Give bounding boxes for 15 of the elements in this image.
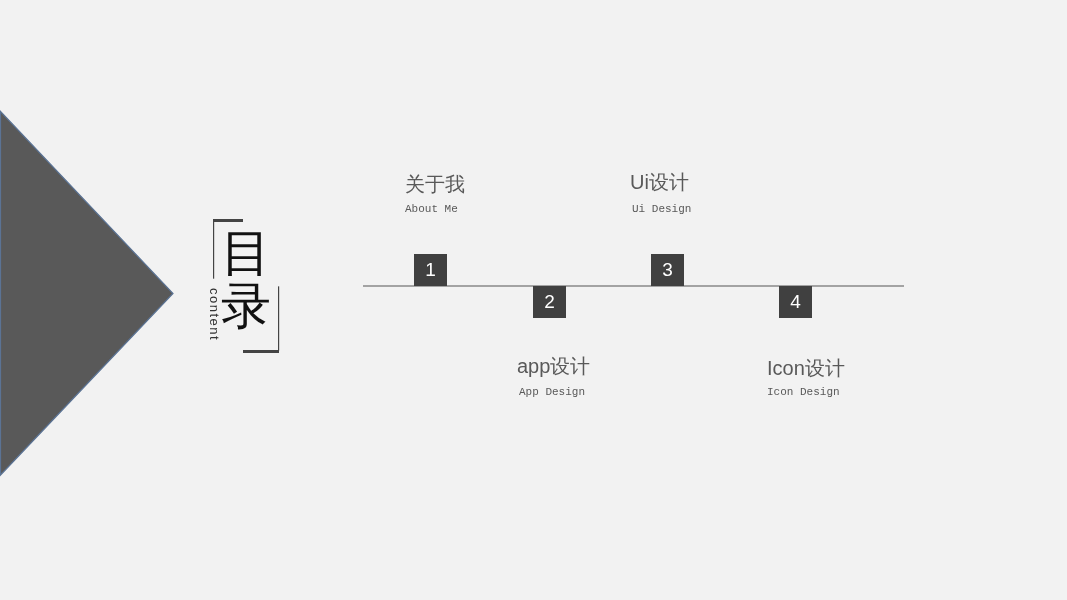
section-heading: Icon设计 bbox=[767, 357, 845, 379]
vertical-label: content bbox=[208, 288, 221, 342]
section-subtitle: Icon Design bbox=[767, 386, 840, 398]
title-text: 目录 bbox=[220, 227, 272, 333]
triangle-shape bbox=[0, 111, 174, 476]
section-heading: app设计 bbox=[517, 355, 591, 377]
number-box: 2 bbox=[533, 286, 566, 318]
section-subtitle: Ui Design bbox=[632, 203, 692, 215]
number-box: 1 bbox=[414, 254, 447, 286]
number-box: 4 bbox=[779, 286, 812, 318]
section-subtitle: About Me bbox=[405, 203, 458, 215]
section-subtitle: App Design bbox=[519, 386, 585, 398]
section-heading: 关于我 bbox=[405, 173, 465, 195]
section-heading: Ui设计 bbox=[630, 171, 689, 193]
number-box: 3 bbox=[651, 254, 684, 286]
